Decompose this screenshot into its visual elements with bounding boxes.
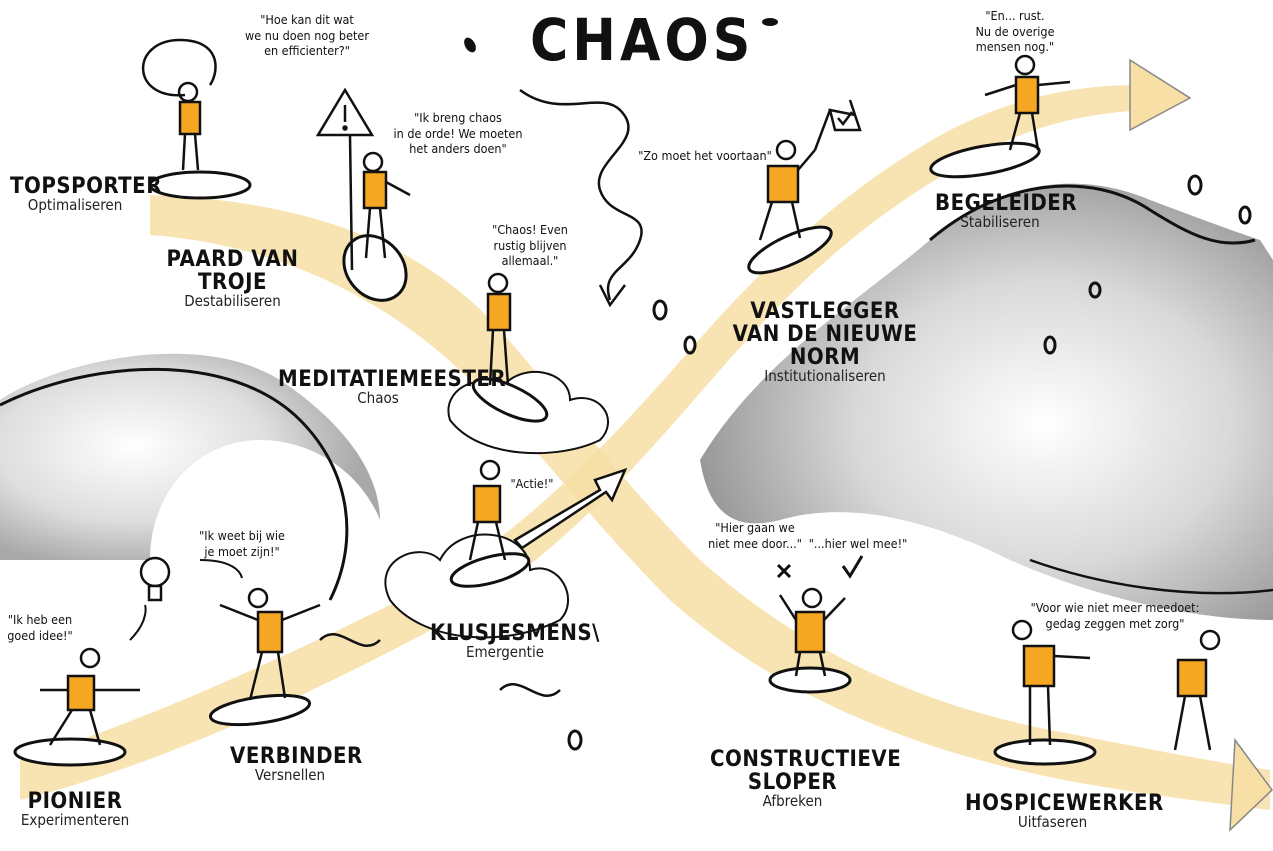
surfboards <box>13 141 1097 767</box>
role-subtitle: Destabiliseren <box>184 292 281 311</box>
role-name: HOSPICEWERKER <box>965 791 1164 816</box>
quote-line: "Chaos! Even <box>492 222 568 237</box>
role-subtitle: Optimaliseren <box>27 196 123 215</box>
quote-line: "Voor wie niet meer meedoet: <box>1030 600 1200 615</box>
quote-line: "Ik breng chaos <box>414 110 502 125</box>
quote-line: gedag zeggen met zorg" <box>1045 615 1185 631</box>
role-name: TOPSPORTER <box>10 174 162 199</box>
quote-line: en efficienter?" <box>264 43 350 59</box>
quote-line: "...hier wel mee!" <box>808 536 908 551</box>
curved-arrow <box>129 559 243 641</box>
quote-line: "Hoe kan dit wat <box>260 12 354 27</box>
chaos-squiggle <box>519 88 643 301</box>
quote-line: "Hier gaan we <box>715 520 795 535</box>
quote-line: "En... rust. <box>985 8 1045 23</box>
quote-sloper-b: "...hier wel mee!" <box>808 536 908 552</box>
quote-pionier: "Ik heb een goed idee!" <box>0 612 80 643</box>
quote-line: niet mee door..." <box>708 535 802 551</box>
role-verbinder: VERBINDER Versnellen <box>230 744 363 785</box>
cross-mark-icon <box>776 563 792 579</box>
role-subtitle: Versnellen <box>254 766 326 785</box>
quote-line: in de orde! We moeten <box>393 125 523 141</box>
quote-line: "Ik heb een <box>7 612 73 627</box>
role-constructieve-sloper: CONSTRUCTIEVE SLOPER Afbreken <box>710 747 902 811</box>
role-meditatiemeester: MEDITATIEMEESTER Chaos <box>278 367 507 408</box>
chaos-arrow <box>598 284 626 308</box>
role-paard-van-troje: PAARD VAN TROJE Destabiliseren <box>140 248 325 310</box>
quote-paard: "Ik breng chaos in de orde! We moeten he… <box>378 110 538 157</box>
quote-verbinder: "Ik weet bij wie je moet zijn!" <box>182 528 302 559</box>
quote-klusjesmens: "Actie!" <box>502 476 562 492</box>
quote-line: het anders doen" <box>409 141 507 157</box>
lightbulb-icon <box>139 556 171 602</box>
quote-hospice: "Voor wie niet meer meedoet: gedag zegge… <box>1010 600 1220 631</box>
flag-check-icon <box>813 99 862 151</box>
quote-line: "Actie!" <box>510 476 554 491</box>
quote-vastlegger: "Zo moet het voortaan" <box>630 148 780 164</box>
role-name: PAARD VAN TROJE <box>166 247 299 296</box>
arrow-right-icon <box>513 467 628 550</box>
role-begeleider: BEGELEIDER Stabiliseren <box>935 191 1078 232</box>
check-mark-icon <box>841 555 864 579</box>
quote-line: allemaal." <box>501 253 559 269</box>
right-wave <box>700 183 1273 620</box>
quote-sloper-a: "Hier gaan we niet mee door..." <box>700 520 810 551</box>
role-subtitle: Experimenteren <box>20 811 130 830</box>
role-subtitle: Chaos <box>357 389 399 408</box>
role-name-line1: CONSTRUCTIEVE <box>710 747 902 772</box>
quote-meditatie: "Chaos! Even rustig blijven allemaal." <box>475 222 585 269</box>
arrow-head-top <box>1129 58 1192 132</box>
role-subtitle: Uitfaseren <box>1017 813 1088 832</box>
role-name: VERBINDER <box>230 744 363 769</box>
right-wave-edge <box>1029 558 1273 595</box>
role-name: MEDITATIEMEESTER <box>278 367 507 392</box>
role-name: KLUSJESMENS\ <box>430 621 600 646</box>
left-wave-curl <box>0 367 349 601</box>
surfer-figures <box>40 38 1221 751</box>
role-subtitle: Institutionaliseren <box>764 367 886 386</box>
role-name-line2: VAN DE NIEUWE NORM <box>732 322 918 371</box>
quote-line: Nu de overige <box>975 23 1055 39</box>
warning-icon <box>315 87 375 271</box>
role-name-line1: VASTLEGGER <box>750 299 900 324</box>
right-wave-crest <box>929 184 1256 245</box>
role-hospicewerker: HOSPICEWERKER Uitfaseren <box>965 791 1164 832</box>
ascending-band <box>20 85 1140 800</box>
role-subtitle: Emergentie <box>465 643 545 662</box>
role-name-line2: SLOPER <box>747 770 838 796</box>
quote-line: "Zo moet het voortaan" <box>638 148 772 163</box>
quote-line: we nu doen nog beter <box>245 27 369 43</box>
role-name: PIONIER <box>27 789 123 814</box>
role-subtitle: Afbreken <box>762 792 823 811</box>
quote-line: goed idee!" <box>7 627 73 643</box>
quote-topsporter: "Hoe kan dit wat we nu doen nog beter en… <box>222 12 392 59</box>
role-pionier: PIONIER Experimenteren <box>10 790 140 829</box>
quote-line: mensen nog." <box>975 39 1055 55</box>
role-subtitle: Stabiliseren <box>960 213 1040 232</box>
quote-line: rustig blijven <box>493 237 567 253</box>
role-name: BEGELEIDER <box>935 191 1078 216</box>
role-vastlegger: VASTLEGGER VAN DE NIEUWE NORM Institutio… <box>725 300 925 385</box>
role-topsporter: TOPSPORTER Optimaliseren <box>10 174 162 215</box>
quote-begeleider: "En... rust. Nu de overige mensen nog." <box>960 8 1070 55</box>
page-title: CHAOS <box>530 6 755 74</box>
quote-line: je moet zijn!" <box>204 543 280 559</box>
role-klusjesmens: KLUSJESMENS\ Emergentie <box>430 621 600 662</box>
arrow-head-bottom <box>1229 737 1273 832</box>
quote-line: "Ik weet bij wie <box>199 528 285 543</box>
